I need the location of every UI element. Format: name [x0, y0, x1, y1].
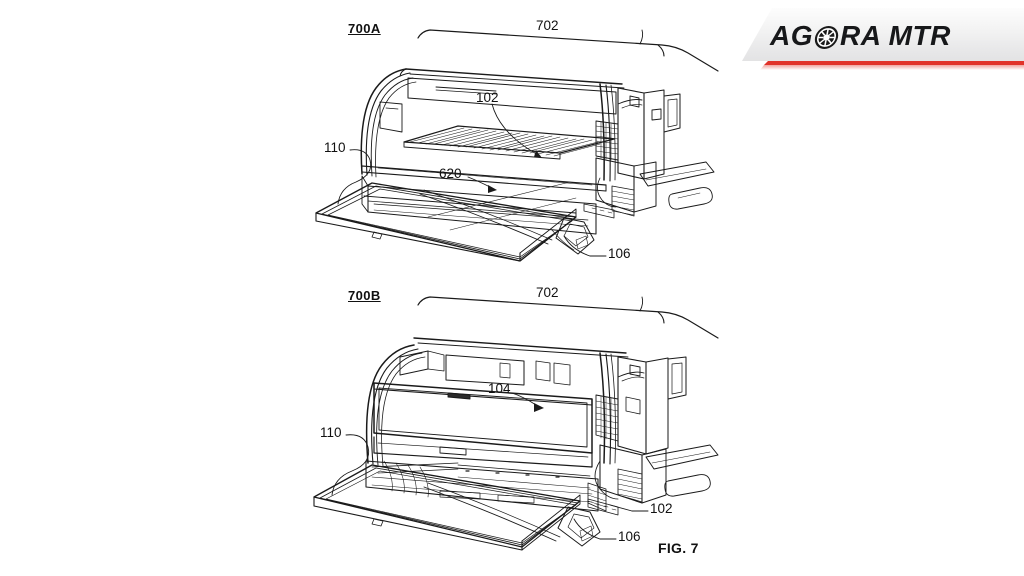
brand-text-ag: AG: [770, 20, 813, 51]
callout-110-figure-a: 110: [324, 140, 346, 155]
callout-702-figure-b: 702: [536, 285, 559, 300]
brand-text-r: R: [930, 20, 951, 51]
figure-caption: FIG. 7: [658, 540, 699, 556]
figure-700a: 700A 702 102 620 110 106: [300, 18, 720, 278]
callout-104-figure-b: 104: [488, 381, 511, 396]
figure-700b: 700B 702 104 110 102 106: [300, 285, 720, 555]
brand-text-t: T: [912, 20, 931, 51]
brand-plate: [742, 8, 1024, 61]
callout-106-figure-b: 106: [618, 529, 641, 544]
wheel-icon: [812, 25, 842, 50]
callout-110-figure-b: 110: [320, 425, 342, 440]
brand-accent-rule: [764, 61, 1024, 65]
callout-102-figure-b: 102: [650, 501, 673, 516]
callout-102-figure-a: 102: [476, 90, 499, 105]
brand-accent-rule-fade: [760, 65, 1024, 70]
callout-620-figure-a: 620: [439, 166, 462, 181]
figure-700b-id: 700B: [348, 288, 381, 303]
figure-700a-id: 700A: [348, 21, 381, 36]
brand-text-ra-m: RA M: [840, 20, 913, 51]
callout-702-figure-a: 702: [536, 18, 559, 33]
figure-700a-drawing: [315, 29, 719, 262]
brand-watermark: AG: [742, 8, 1024, 70]
callout-106-figure-a: 106: [608, 246, 631, 261]
brand-wordmark: AG: [770, 17, 1024, 55]
figure-700b-drawing: [313, 296, 719, 551]
